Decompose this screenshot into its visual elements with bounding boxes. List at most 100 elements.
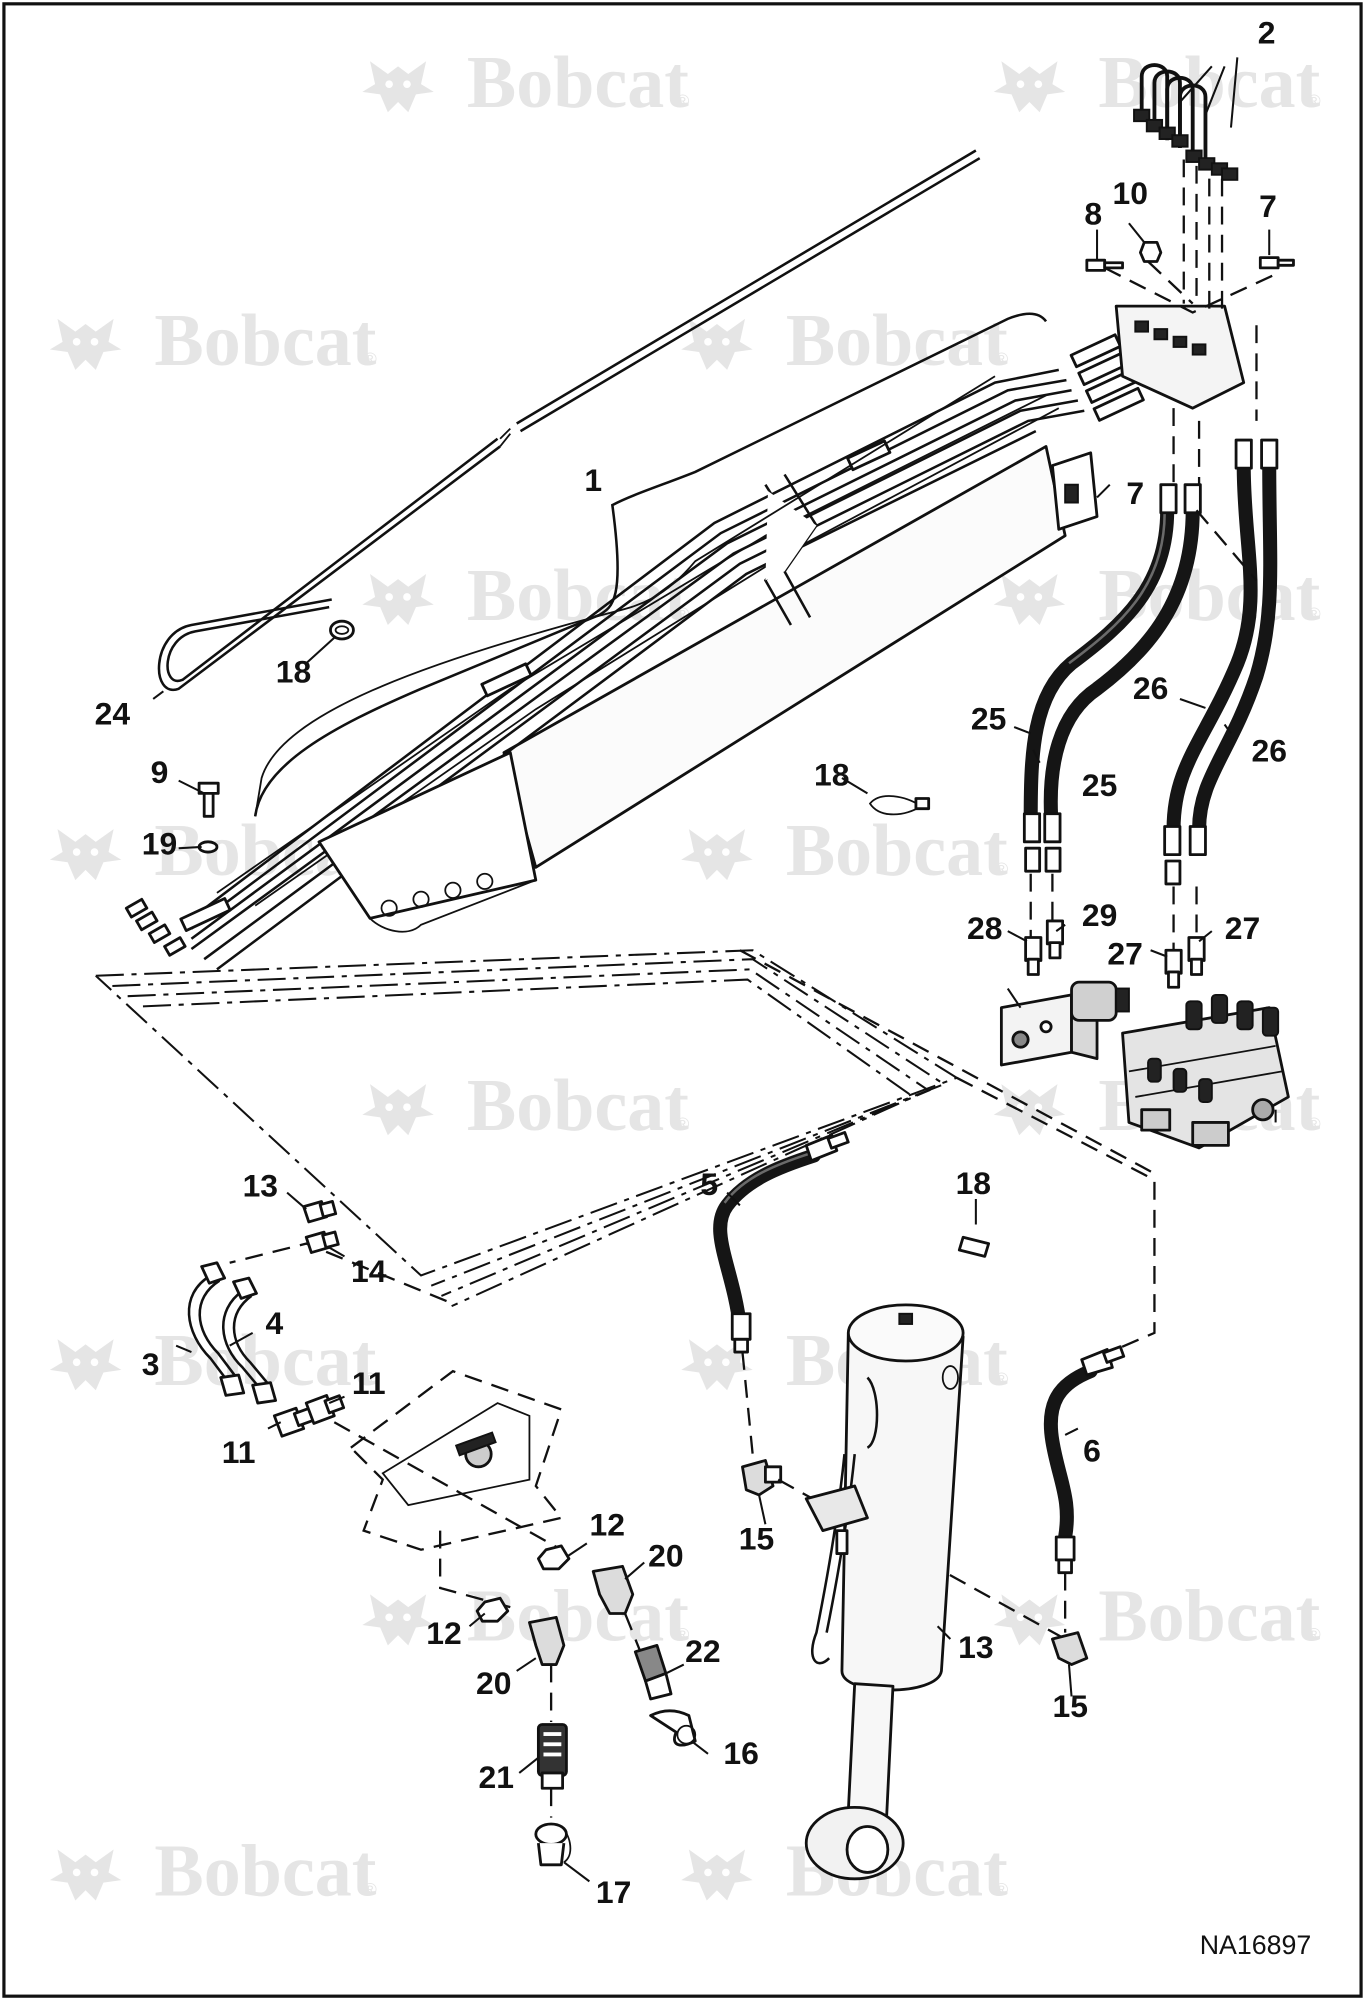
callout-13-b: 14 (351, 1253, 387, 1289)
watermark-tile: Bobcat® (681, 810, 1008, 892)
hose-5 (713, 1131, 850, 1354)
callout-27-a: 28 (967, 910, 1002, 946)
cap-16 (649, 1709, 697, 1747)
clip-18-mid (957, 1235, 991, 1258)
callout-4: 4 (265, 1305, 283, 1341)
strap-18 (868, 795, 931, 816)
watermark-registered-mark: ® (364, 1369, 377, 1389)
cap-17 (534, 1822, 572, 1867)
watermark-tile: Bobcat® (993, 1575, 1321, 1657)
bobcat-logo-icon (49, 318, 122, 370)
callout-12-a: 12 (590, 1507, 625, 1543)
callout-17: 17 (596, 1874, 631, 1910)
callout-27-b: 29 (1082, 897, 1117, 933)
callout-15-b: 15 (1053, 1688, 1088, 1724)
watermark-registered-mark: ® (995, 349, 1008, 369)
leader-lines (152, 57, 1277, 1883)
callout-24-a: 25 (971, 701, 1006, 737)
tube-23 (157, 149, 981, 692)
callout-6: 6 (1083, 1433, 1101, 1469)
watermark-brand-text: Bobcat (467, 42, 689, 124)
tube-loops-2 (1133, 63, 1239, 319)
callout-5: 5 (700, 1166, 718, 1202)
watermark-brand-text: Bobcat (467, 1065, 689, 1147)
fittings-11 (272, 1394, 346, 1438)
nut-10 (1139, 240, 1163, 263)
callout-2: 2 (1258, 14, 1276, 50)
bobcat-logo-icon (362, 1594, 434, 1646)
watermark-tile: Bobcat® (49, 300, 377, 382)
valve-28 (999, 980, 1130, 1067)
callout-18-top: 18 (276, 653, 311, 689)
bracket-dashed (333, 1369, 564, 1609)
callout-21: 21 (479, 1759, 514, 1795)
watermark-tile: Bobcat® (49, 1830, 377, 1912)
callout-3: 3 (142, 1346, 160, 1382)
bobcat-logo-icon (681, 1849, 753, 1901)
callout-1: 1 (584, 462, 602, 498)
watermark-brand-text: Bobcat (1098, 555, 1320, 637)
watermark-brand-text: Bobcat (786, 300, 1008, 382)
watermark-tile: Bobcat® (993, 42, 1321, 124)
bobcat-logo-icon (49, 829, 122, 881)
callout-18-strap: 18 (814, 757, 849, 793)
watermark-registered-mark: ® (995, 1879, 1008, 1899)
callout-9: 9 (151, 754, 169, 790)
elbows-20 (528, 1564, 635, 1666)
hose-6 (1043, 1345, 1126, 1575)
dash-26 (1172, 886, 1198, 951)
watermark-tile: Bobcat® (362, 1065, 689, 1147)
elbow-15-left (741, 1459, 783, 1497)
callout-22: 22 (685, 1633, 720, 1669)
callout-19: 19 (142, 826, 177, 862)
callout-10: 10 (1112, 175, 1147, 211)
control-valve-29 (1121, 993, 1290, 1150)
callout-7-bracket: 7 (1126, 475, 1144, 511)
callout-26-b: 27 (1225, 910, 1260, 946)
watermark-registered-mark: ® (676, 91, 689, 111)
watermark-registered-mark: ® (1308, 604, 1321, 624)
callout-11-a: 11 (352, 1365, 386, 1401)
callout-13-a: 13 (243, 1167, 278, 1203)
callout-labels: 2 10 8 7 7 1 18 24 9 19 18 25 25 26 26 2… (95, 14, 1287, 1910)
watermark-registered-mark: ® (676, 1114, 689, 1134)
bobcat-logo-icon (681, 318, 753, 370)
watermark-tile: Bobcat® (681, 300, 1008, 382)
bobcat-logo-icon (362, 1084, 434, 1136)
bobcat-logo-icon (49, 1339, 122, 1391)
bolt-8 (1085, 258, 1124, 272)
fittings-13 (302, 1199, 340, 1254)
clamp-18-top (329, 619, 355, 641)
hose-assembly-1 (124, 304, 1246, 971)
washer-19 (197, 840, 219, 854)
callout-18-clip: 18 (956, 1165, 991, 1201)
watermark-tile: Bobcat® (362, 42, 689, 124)
watermark-tile: Bobcat® (362, 555, 689, 637)
hose-24-pair (1022, 483, 1202, 873)
nut-dash-top (1147, 260, 1194, 305)
watermark-brand-text: Bobcat (154, 300, 376, 382)
watermark-registered-mark: ® (676, 1624, 689, 1644)
callout-7-top: 7 (1259, 188, 1277, 224)
callout-20-a: 20 (648, 1537, 683, 1573)
watermark-registered-mark: ® (1308, 1624, 1321, 1644)
callout-15-a: 15 (739, 1521, 774, 1557)
drawing-number: NA16897 (1200, 1930, 1312, 1960)
bobcat-logo-icon (362, 61, 434, 113)
elbow-15-right (1050, 1631, 1089, 1666)
callout-11-b: 11 (222, 1434, 256, 1470)
dash-25-side (1195, 509, 1258, 582)
watermark-registered-mark: ® (364, 1879, 377, 1899)
dash-27 (1029, 873, 1054, 938)
fittings-26 (1164, 936, 1206, 989)
callout-25-a: 26 (1133, 670, 1168, 706)
callout-25-b: 26 (1252, 732, 1287, 768)
callout-26-a: 27 (1107, 935, 1142, 971)
watermark-brand-text: Bobcat (1098, 42, 1320, 124)
bobcat-logo-icon (681, 829, 753, 881)
callout-20-b: 20 (476, 1665, 511, 1701)
watermark-brand-text: Bobcat (154, 1830, 376, 1912)
callout-8: 8 (1084, 195, 1102, 231)
